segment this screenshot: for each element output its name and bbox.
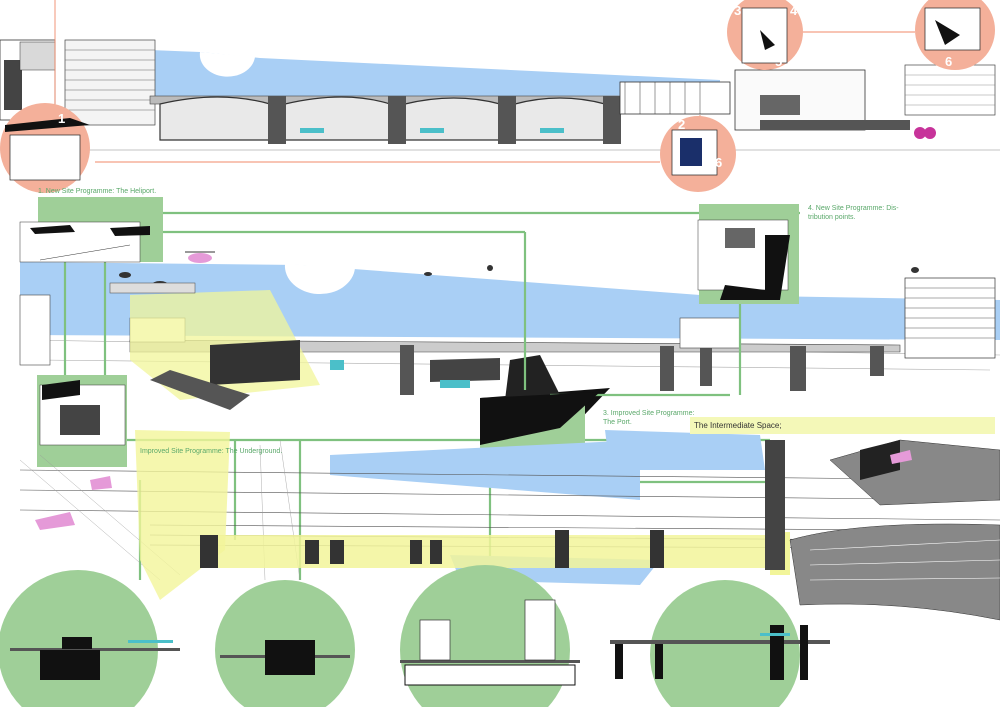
top-sky-band xyxy=(150,50,720,98)
callout-number-1: 1 xyxy=(58,111,66,126)
label-distribution-line2: tribution points. xyxy=(808,214,856,221)
label-underground: Improved Site Programme: The Underground… xyxy=(140,448,283,455)
top-elevation xyxy=(0,0,1000,193)
callout-number-4: 4 xyxy=(790,3,798,18)
yellow-tunnel-band xyxy=(200,535,790,568)
bridge-arches xyxy=(159,96,606,141)
bottom-section-circles xyxy=(0,565,830,712)
label-heliport: 1. New Site Programme: The Heliport. xyxy=(38,188,157,195)
label-port-line2: The Port. xyxy=(603,419,632,426)
underground-section xyxy=(19,430,1000,621)
callout-number-7: 7 xyxy=(32,167,40,182)
label-port-line1: 3. Improved Site Programme: xyxy=(603,410,695,417)
label-distribution-line1: 4. New Site Programme: Dis- xyxy=(808,205,899,212)
main-perspective xyxy=(19,251,1000,445)
section-circle-4 xyxy=(650,580,800,712)
callout-number-3: 3 xyxy=(734,3,742,18)
callout-number-2: 2 xyxy=(678,117,686,132)
green-panels xyxy=(19,197,799,467)
callout-number-6b: 6 xyxy=(945,54,953,69)
right-curved-structure xyxy=(789,523,1000,621)
label-intermediate-space: The Intermediate Space; xyxy=(690,417,995,434)
callout-number-6a: 6 xyxy=(715,155,723,170)
callout-number-5: 5 xyxy=(775,54,783,69)
